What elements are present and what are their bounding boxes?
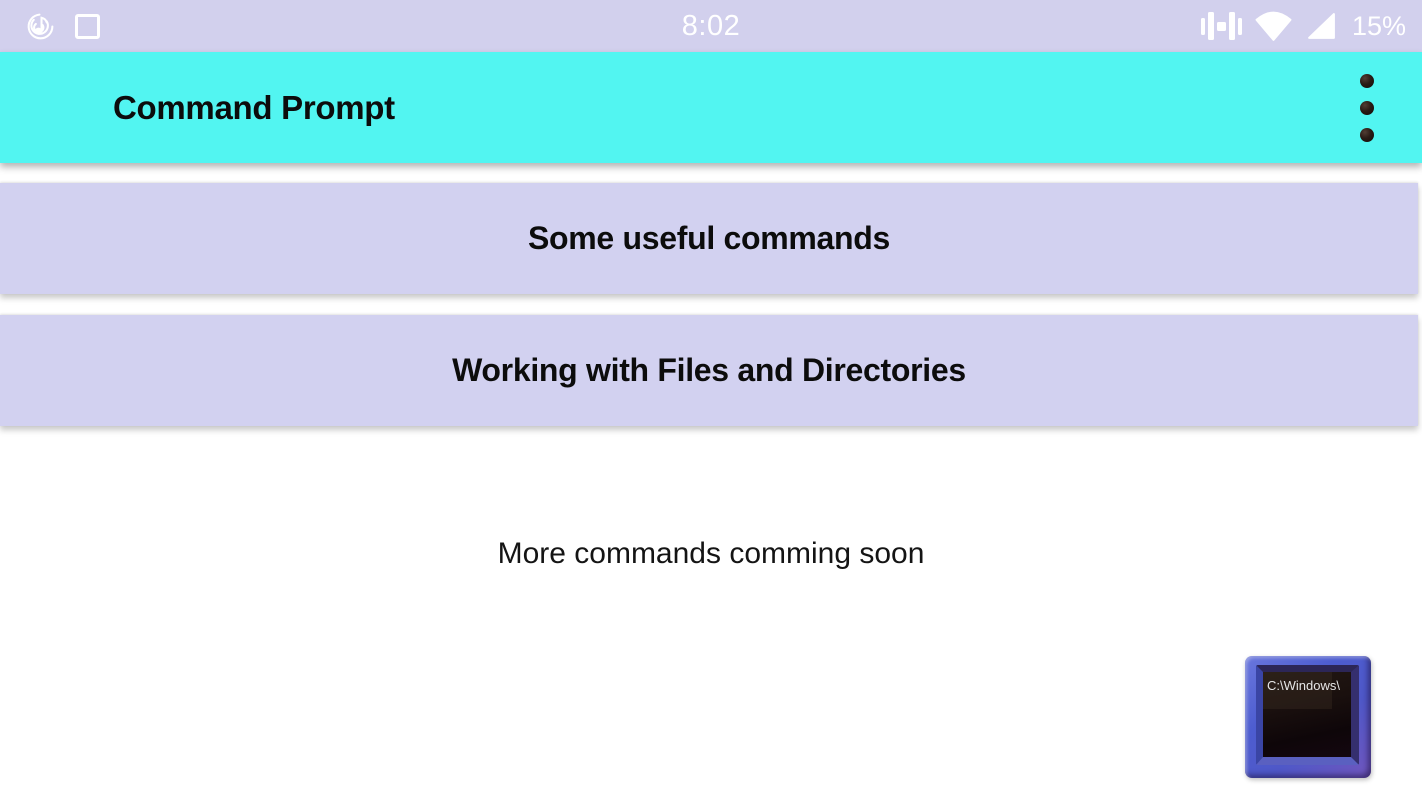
overflow-dot-icon xyxy=(1360,127,1374,142)
square-outline-icon xyxy=(75,13,100,39)
menu-item-label: Some useful commands xyxy=(527,220,891,256)
cell-signal-icon xyxy=(1308,12,1335,39)
status-bar-system-icons: 15% xyxy=(1200,0,1406,52)
overflow-dot-icon xyxy=(1360,73,1374,88)
menu-item-useful-commands[interactable]: Some useful commands xyxy=(0,183,1418,294)
status-bar: 8:02 15% xyxy=(0,0,1422,52)
status-bar-notification-icons xyxy=(24,0,100,52)
overflow-dot-icon xyxy=(1360,100,1374,115)
wifi-icon xyxy=(1255,11,1292,41)
overflow-menu-button[interactable] xyxy=(1352,66,1382,150)
music-note-swirl-icon xyxy=(27,13,54,39)
status-bar-clock: 8:02 xyxy=(681,9,741,42)
battery-percent-label: 15% xyxy=(1351,10,1406,41)
vibrate-icon xyxy=(1200,12,1242,40)
coming-soon-text: More commands comming soon xyxy=(497,537,925,570)
menu-item-files-directories[interactable]: Working with Files and Directories xyxy=(0,315,1418,426)
app-bar: Command Prompt xyxy=(0,52,1422,163)
menu-item-label: Working with Files and Directories xyxy=(452,352,966,388)
command-prompt-app-icon[interactable]: C:\Windows\ xyxy=(1245,656,1371,778)
command-prompt-path-text: C:\Windows\ xyxy=(1267,678,1340,693)
page-title: Command Prompt xyxy=(113,88,395,126)
command-prompt-screen: C:\Windows\ xyxy=(1256,665,1359,765)
